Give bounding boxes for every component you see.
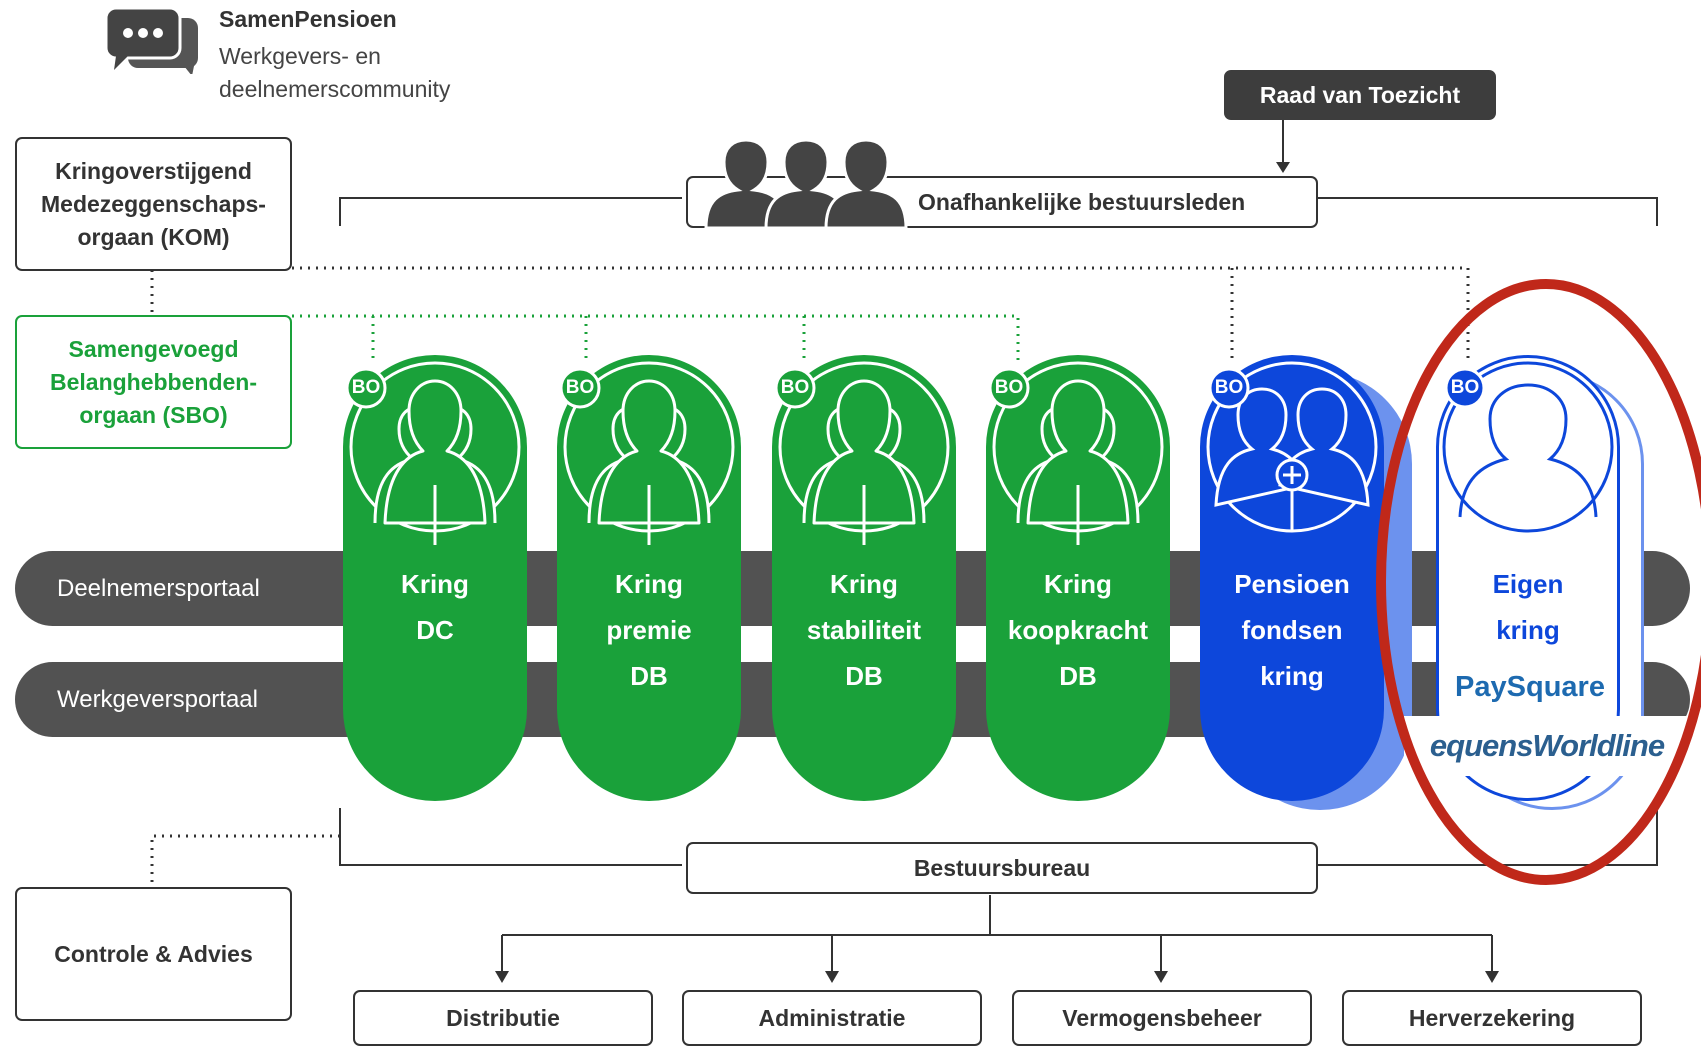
kring-1-line1: Kring bbox=[401, 569, 469, 599]
kring-4-line1: Kring bbox=[1044, 569, 1112, 599]
bo-badge bbox=[345, 367, 387, 409]
controle-advies-box: Controle & Advies bbox=[15, 887, 292, 1021]
two-people-plus-icon bbox=[1206, 361, 1378, 533]
single-person-icon bbox=[1442, 361, 1614, 533]
kring-5-line1: Pensioen bbox=[1234, 569, 1350, 599]
bo-badge bbox=[774, 367, 816, 409]
kring-1-label: Kring DC bbox=[343, 561, 527, 653]
deelnemersportaal-label: Deelnemersportaal bbox=[57, 574, 260, 602]
kring-5-label: Pensioen fondsen kring bbox=[1200, 561, 1384, 699]
kring-5-line2: fondsen bbox=[1241, 615, 1343, 645]
kring-4-label: Kring koopkracht DB bbox=[986, 561, 1170, 699]
bo-badge bbox=[1444, 367, 1486, 409]
werkgeversportaal-label: Werkgeversportaal bbox=[57, 685, 258, 713]
pensioenfondsen-kring-pill[interactable] bbox=[1200, 355, 1384, 801]
bo-badge-5-label: BO bbox=[1214, 377, 1244, 398]
bo-badge-4-label: BO bbox=[994, 377, 1024, 398]
kring-6-line2: kring bbox=[1496, 615, 1560, 645]
kring-6-label: Eigen kring bbox=[1436, 561, 1620, 653]
bo-badge bbox=[1208, 367, 1250, 409]
kring-3-line3: DB bbox=[845, 661, 883, 691]
kring-2-label: Kring premie DB bbox=[557, 561, 741, 699]
distributie-box: Distributie bbox=[353, 990, 653, 1046]
kring-2-line1: Kring bbox=[615, 569, 683, 599]
kring-3-line2: stabiliteit bbox=[806, 615, 922, 645]
bestuursbureau-box: Bestuursbureau bbox=[686, 842, 1318, 894]
kring-3-line1: Kring bbox=[830, 569, 898, 599]
bo-badge bbox=[988, 367, 1030, 409]
kring-5-line3: kring bbox=[1260, 661, 1324, 691]
kom-box: Kringoverstijgend Medezeggenschaps-orgaa… bbox=[15, 137, 292, 271]
vermogensbeheer-box: Vermogensbeheer bbox=[1012, 990, 1312, 1046]
bo-badge-1-label: BO bbox=[351, 377, 381, 398]
sbo-box: Samengevoegd Belanghebbenden-orgaan (SBO… bbox=[15, 315, 292, 449]
bo-badge bbox=[559, 367, 601, 409]
bo-badge-6-label: BO bbox=[1450, 377, 1480, 398]
raad-van-toezicht-box: Raad van Toezicht bbox=[1224, 70, 1496, 120]
kring-4-line3: DB bbox=[1059, 661, 1097, 691]
bo-badge-3-label: BO bbox=[780, 377, 810, 398]
kring-6-line1: Eigen bbox=[1492, 569, 1564, 599]
board-members-icon bbox=[704, 138, 908, 230]
highlight-ellipse bbox=[1376, 279, 1701, 885]
brand-tagline: Werkgevers- en deelnemerscommunity bbox=[219, 43, 451, 102]
equens-worldline-logo: equensWorldline bbox=[1404, 716, 1690, 776]
kring-3-label: Kring stabiliteit DB bbox=[772, 561, 956, 699]
kring-4-line2: koopkracht bbox=[1007, 615, 1149, 645]
herverzekering-box: Herverzekering bbox=[1342, 990, 1642, 1046]
bo-badge-2-label: BO bbox=[565, 377, 595, 398]
brand-name: SamenPensioen bbox=[219, 6, 397, 32]
kring-1-line2: DC bbox=[416, 615, 454, 645]
kring-2-line3: DB bbox=[630, 661, 668, 691]
kring-2-line2: premie bbox=[606, 615, 692, 645]
paysquare-logo: PaySquare bbox=[1446, 665, 1614, 709]
administratie-box: Administratie bbox=[682, 990, 982, 1046]
people-group-icons bbox=[349, 361, 1164, 545]
chat-bubbles-icon bbox=[106, 8, 198, 74]
